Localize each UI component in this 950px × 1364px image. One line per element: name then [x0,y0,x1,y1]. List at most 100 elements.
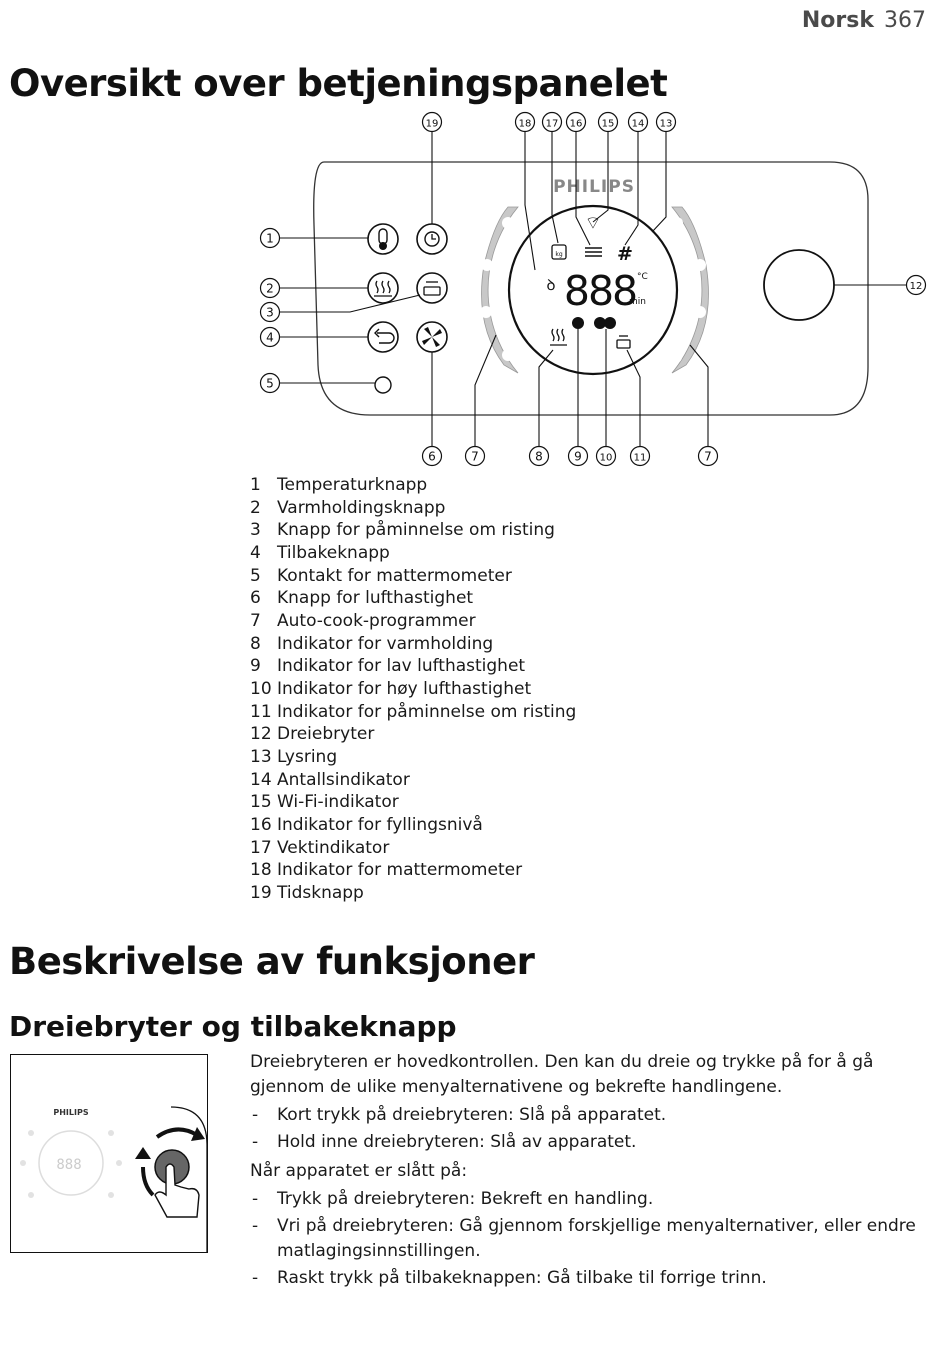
weight-icon [551,244,567,260]
badge-5: 5 [266,377,274,391]
weight-symbol: kg [555,251,562,258]
keep-warm-button[interactable] [367,272,399,304]
badge-19: 19 [426,119,439,130]
badge-10: 10 [600,453,613,464]
food-thermometer-icon: ꝺ [547,276,556,294]
badge-2: 2 [266,282,274,296]
badge-18: 18 [519,119,532,130]
badge-7-right: 7 [704,450,712,464]
airspeed-button[interactable] [416,321,448,353]
thumb-panel-edge [170,1106,207,1252]
list-item: Kort trykk på dreiebryteren: Slå på appa… [250,1103,930,1128]
thumb-digits: 888 [56,1157,81,1173]
list-item: Hold inne dreiebryteren: Slå av apparate… [250,1130,930,1155]
time-button[interactable] [416,223,448,255]
power-actions-list: Kort trykk på dreiebryteren: Slå på appa… [250,1103,930,1155]
dial-illustration: PHILIPS 888 [10,1054,208,1253]
count-symbol: # [617,243,633,265]
program-icons [480,217,706,363]
section-title-functions: Beskrivelse av funksjoner [9,940,535,983]
shake-reminder-button[interactable] [416,272,448,304]
dial-illustration-svg: PHILIPS 888 [20,1106,207,1252]
frozen-icon [671,217,683,229]
badge-14: 14 [632,119,645,130]
hand-icon [154,1163,200,1218]
badge-3: 3 [266,306,274,320]
keep-warm-indicator-icon [550,328,567,346]
badge-7-left: 7 [471,450,479,464]
panel-outline [313,161,869,416]
badge-16: 16 [570,119,583,130]
section-title-overview: Oversikt over betjeningspanelet [9,62,668,105]
panel-brand: PHILIPS [553,177,635,197]
fan-low-icon [572,317,584,329]
badge-8: 8 [535,450,543,464]
badge-17: 17 [546,119,559,130]
operating-actions-list: Trykk på dreiebryteren: Bekreft en handl… [250,1187,930,1291]
leader-lines [280,132,906,446]
temperature-button[interactable] [367,223,399,255]
display-digits: 888 [564,267,636,315]
veggie-icon [480,306,492,318]
list-item: Trykk på dreiebryteren: Bekreft en handl… [250,1187,930,1212]
dial-knob[interactable] [763,249,835,321]
fan-high-icon-a [594,317,606,329]
fish-icon [670,351,682,363]
thumb-ring [38,1130,104,1196]
badge-1: 1 [266,232,274,246]
fill-level-icon [585,247,602,257]
unit-celsius: °C [637,272,648,282]
callout-badges: 1 2 3 4 5 19 18 17 16 15 14 13 12 6 7 8 … [259,111,927,467]
wifi-icon: ⌔ [585,213,602,234]
page-header: Norsk 367 [802,8,926,33]
badge-13: 13 [660,119,673,130]
dial-description: Dreiebryteren er hovedkontrollen. Den ka… [250,1050,930,1295]
badge-4: 4 [266,331,274,345]
badge-11: 11 [634,453,647,464]
header-language: Norsk [801,8,874,33]
badge-6: 6 [428,450,436,464]
thermometer-port [374,376,392,394]
badge-15: 15 [602,119,615,130]
page-number: 367 [884,8,926,33]
badge-9: 9 [574,450,582,464]
back-button[interactable] [367,321,399,353]
intro-text: Dreiebryteren er hovedkontrollen. Den ka… [250,1052,874,1097]
list-item: Vri på dreiebryteren: Gå gjennom forskje… [250,1214,930,1264]
thumb-brand: PHILIPS [53,1108,88,1117]
when-on-text: Når apparatet er slått på: [250,1161,468,1181]
subsection-title-dial: Dreiebryter og tilbakeknapp [9,1010,457,1043]
control-panel-diagram: PHILIPS ⌔ kg # ꝺ 888 °C min [259,111,927,467]
muffin-icon [502,217,514,229]
list-item: Raskt trykk på tilbakeknappen: Gå tilbak… [250,1266,930,1291]
badge-12: 12 [910,281,923,292]
steak-icon [694,259,706,271]
shake-reminder-indicator-icon [616,335,631,349]
rotate-arrow-icon [155,1127,199,1139]
drumstick-left-icon [502,349,514,361]
light-ring [507,204,679,376]
chicken-icon [694,306,706,318]
unit-minutes: min [629,297,646,307]
mushroom-icon [481,259,493,271]
